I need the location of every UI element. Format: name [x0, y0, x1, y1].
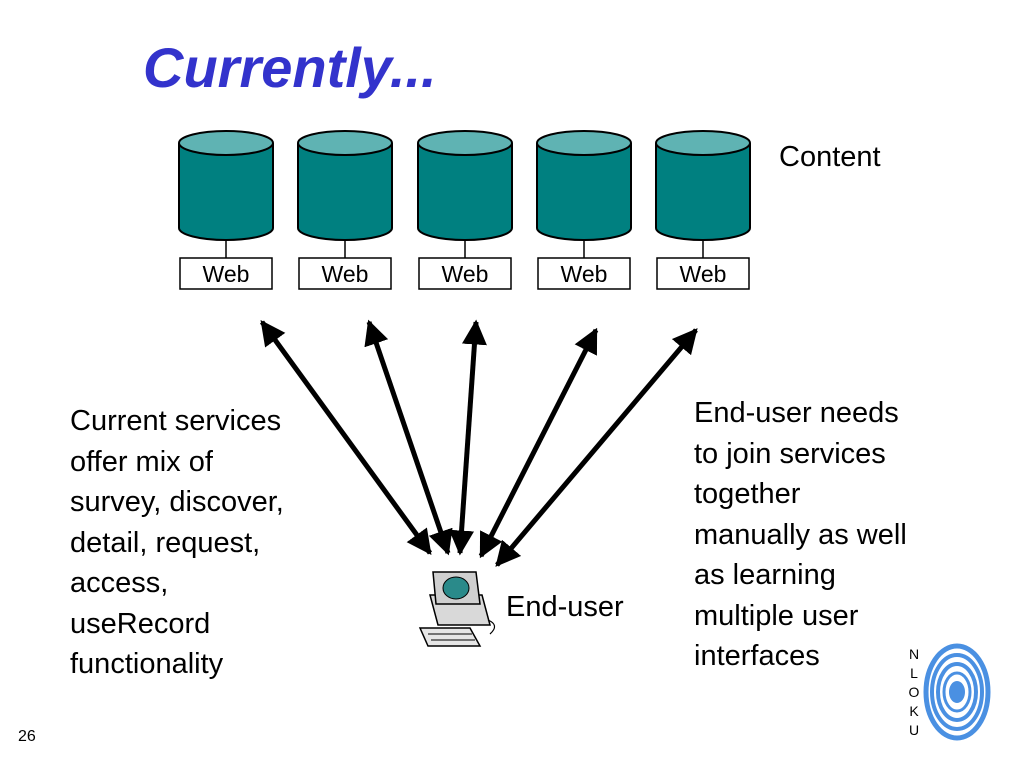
text-line: together	[694, 478, 801, 510]
logo-letter: N	[908, 646, 920, 662]
database-cylinder-icon	[417, 143, 513, 241]
text-line: interfaces	[694, 640, 820, 672]
text-line: as learning	[694, 559, 836, 591]
text-line: useRecord	[70, 607, 211, 640]
web-box	[537, 257, 631, 290]
text-line: detail, request,	[70, 526, 261, 559]
text-line: to join services	[694, 437, 886, 470]
double-arrow-2	[364, 319, 453, 556]
double-arrow-3	[449, 319, 487, 556]
ukoln-logo	[923, 642, 991, 742]
page-number: 26	[18, 728, 36, 745]
logo-letter: L	[910, 665, 918, 681]
text-line: offer mix of	[70, 445, 213, 478]
web-label: Web	[680, 261, 727, 287]
web-box	[418, 257, 512, 290]
text-line: manually as well	[694, 518, 907, 551]
current-services-text: Current services offer mix of survey, di…	[70, 401, 360, 685]
web-box	[298, 257, 392, 290]
logo-letter: K	[909, 703, 919, 719]
web-label: Web	[203, 261, 250, 287]
text-line: End-user needs	[694, 397, 899, 429]
logo-letters: N L O K U	[905, 645, 923, 740]
database-cylinder-icon	[536, 143, 632, 241]
end-user-label: End-user	[506, 591, 624, 623]
double-arrow-5	[495, 328, 698, 567]
text-line: multiple user	[694, 599, 859, 632]
content-label: Content	[779, 141, 881, 173]
database-4: Web	[536, 130, 632, 290]
computer-workstation-icon	[418, 571, 496, 647]
web-label: Web	[442, 261, 489, 287]
logo-letter: U	[908, 722, 920, 738]
database-1: Web	[178, 130, 274, 290]
database-2: Web	[297, 130, 393, 290]
web-label: Web	[561, 261, 608, 287]
text-line: survey, discover,	[70, 486, 284, 518]
web-label: Web	[322, 261, 369, 287]
database-5: Web	[655, 130, 751, 290]
database-cylinder-icon	[655, 143, 751, 241]
database-cylinder-icon	[297, 143, 393, 241]
text-line: Current services	[70, 405, 282, 437]
slide-title: Currently...	[143, 36, 437, 99]
text-line: access,	[70, 567, 169, 599]
double-arrow-4	[478, 327, 599, 559]
web-box	[656, 257, 750, 290]
logo-letter: O	[908, 684, 920, 700]
database-cylinder-icon	[178, 143, 274, 241]
database-3: Web	[417, 130, 513, 290]
text-line: functionality	[70, 648, 224, 680]
double-arrows	[259, 319, 698, 567]
web-box	[179, 257, 273, 290]
end-user-needs-text: End-user needs to join services together…	[694, 393, 974, 677]
